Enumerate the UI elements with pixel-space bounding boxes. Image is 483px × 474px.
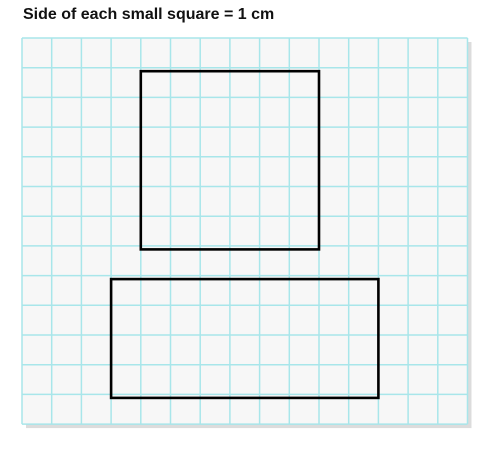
rectangle-shape: [109, 277, 380, 400]
grid-background: [22, 38, 468, 425]
shapes-layer: [109, 69, 380, 400]
scale-caption: Side of each small square = 1 cm: [23, 6, 275, 23]
square-shape: [139, 69, 321, 251]
